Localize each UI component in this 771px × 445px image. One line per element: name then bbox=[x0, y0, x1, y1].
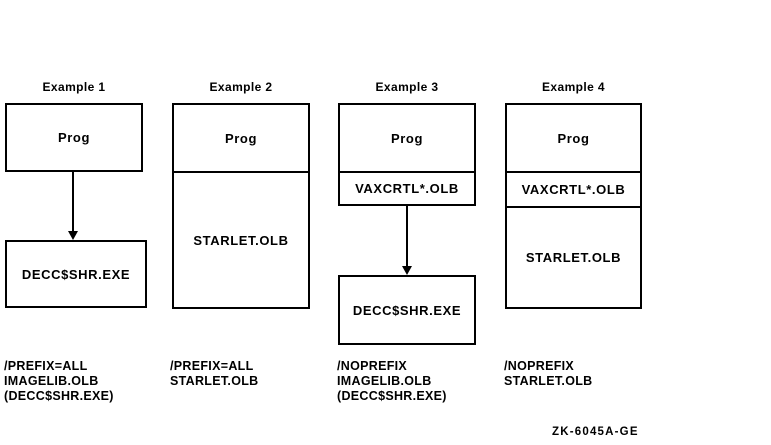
example-1-connector-line bbox=[72, 172, 74, 231]
caption-line: (DECC$SHR.EXE) bbox=[4, 389, 114, 403]
example-3-label: Example 3 bbox=[375, 80, 439, 94]
caption-line: STARLET.OLB bbox=[504, 374, 593, 388]
caption-line: /PREFIX=ALL bbox=[170, 359, 254, 373]
example-3-connector-line bbox=[406, 206, 408, 266]
example-2-label: Example 2 bbox=[209, 80, 273, 94]
example-4-starlet-section-label: STARLET.OLB bbox=[507, 206, 640, 307]
example-3-vaxcrtl-section-label: VAXCRTL*.OLB bbox=[340, 171, 474, 204]
caption-line: IMAGELIB.OLB bbox=[337, 374, 432, 388]
figure-id-label: ZK-6045A-GE bbox=[552, 426, 639, 438]
example-4-caption: /NOPREFIX STARLET.OLB bbox=[504, 359, 592, 389]
caption-line: (DECC$SHR.EXE) bbox=[337, 389, 447, 403]
example-2-stacked-box: Prog STARLET.OLB bbox=[172, 103, 310, 309]
example-1-caption: /PREFIX=ALL IMAGELIB.OLB (DECC$SHR.EXE) bbox=[4, 359, 114, 404]
caption-line: /NOPREFIX bbox=[504, 359, 575, 373]
example-3-prog-section-label: Prog bbox=[390, 130, 423, 146]
example-3-caption: /NOPREFIX IMAGELIB.OLB (DECC$SHR.EXE) bbox=[337, 359, 447, 404]
example-4-prog-section-label: Prog bbox=[557, 130, 590, 146]
caption-line: /PREFIX=ALL bbox=[4, 359, 88, 373]
example-1-label: Example 1 bbox=[42, 80, 106, 94]
example-4-stacked-box: Prog VAXCRTL*.OLB STARLET.OLB bbox=[505, 103, 642, 309]
example-4-vaxcrtl-section-label: VAXCRTL*.OLB bbox=[507, 171, 640, 206]
example-2-prog-section-label: Prog bbox=[224, 130, 257, 146]
example-2-caption: /PREFIX=ALL STARLET.OLB bbox=[170, 359, 258, 389]
example-1-decc-shr-box: DECC$SHR.EXE bbox=[5, 240, 147, 308]
caption-line: /NOPREFIX bbox=[337, 359, 408, 373]
example-1-down-arrow-icon bbox=[68, 231, 78, 240]
example-4-label: Example 4 bbox=[542, 80, 605, 94]
example-3-stacked-box: Prog VAXCRTL*.OLB bbox=[338, 103, 476, 206]
example-1-prog-section-label: Prog bbox=[57, 130, 90, 145]
example-3-decc-shr-box: DECC$SHR.EXE bbox=[338, 275, 476, 345]
caption-line: IMAGELIB.OLB bbox=[4, 374, 99, 388]
example-1-prog-box: Prog bbox=[5, 103, 143, 172]
caption-line: STARLET.OLB bbox=[170, 374, 259, 388]
example-2-starlet-section-label: STARLET.OLB bbox=[174, 171, 308, 307]
example-3-down-arrow-icon bbox=[402, 266, 412, 275]
example-1-decc-shr-label: DECC$SHR.EXE bbox=[21, 266, 131, 282]
example-3-decc-shr-label: DECC$SHR.EXE bbox=[352, 302, 462, 318]
